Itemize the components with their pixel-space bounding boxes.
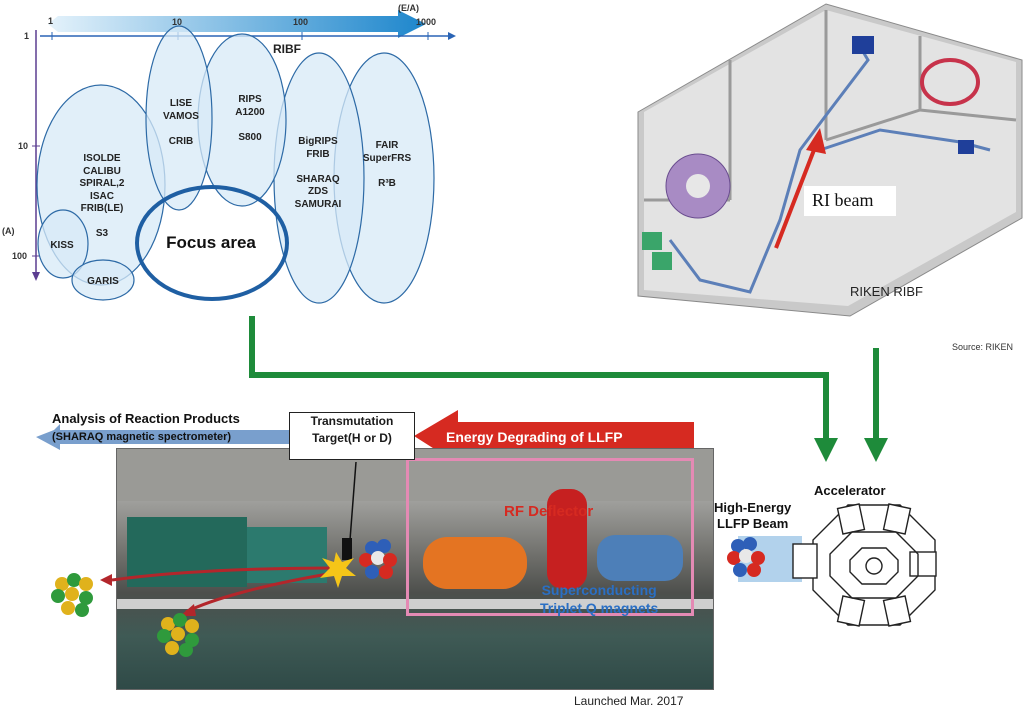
- energy-axis-head: [448, 32, 456, 40]
- accelerator-label: Accelerator: [814, 483, 886, 498]
- highlight-frame: [406, 458, 694, 616]
- ellipse-kiss: [37, 209, 89, 279]
- ri-beam-label: RI beam: [812, 190, 874, 210]
- analysis-arrow: [36, 424, 330, 450]
- energy-tick-100: 100: [293, 17, 309, 27]
- energy-axis-title: (E/A): [398, 3, 419, 13]
- green-arrow-left: [249, 316, 829, 440]
- ellipse-lise: [145, 25, 213, 211]
- analysis-subtitle: (SHARAQ magnetic spectrometer): [52, 431, 232, 443]
- source-credit: Source: RIKEN: [952, 342, 1014, 352]
- energy-tick-1: 1: [48, 16, 54, 26]
- energy-tick-10: 10: [172, 17, 183, 27]
- mass-tick-100: 100: [12, 251, 28, 261]
- riken-caption: RIKEN RIBF: [850, 284, 923, 299]
- mass-tick-10: 10: [18, 141, 29, 151]
- accelerator-icon: [792, 503, 937, 627]
- label-ribf: RIBF: [273, 42, 301, 56]
- facility-map: [32, 10, 456, 304]
- superconducting-label: Superconducting Triplet Q magnets: [540, 582, 659, 616]
- experiment-hall-photo: [116, 448, 714, 690]
- ellipse-garis: [71, 259, 135, 301]
- label-focus-area: Focus area: [166, 233, 256, 252]
- mass-axis-head: [32, 272, 40, 281]
- energy-tick-1000: 1000: [416, 17, 437, 27]
- ellipse-focus-area: [135, 185, 289, 301]
- degrading-label: Energy Degrading of LLFP: [446, 429, 623, 445]
- transmutation-target-callout: Transmutation Target(H or D): [289, 412, 415, 460]
- riken-facility-illustration: [637, 3, 1023, 317]
- mass-axis-title: (A): [2, 226, 15, 236]
- mass-tick-1: 1: [24, 31, 30, 41]
- launched-caption: Launched Mar. 2017: [574, 694, 684, 708]
- beam-label: High-Energy LLFP Beam: [714, 500, 792, 532]
- analysis-title: Analysis of Reaction Products: [52, 411, 240, 426]
- ri-beam-label-box: [804, 186, 896, 216]
- rf-deflector-label: RF Deflector: [504, 503, 594, 520]
- label-kiss: KISS: [50, 240, 74, 251]
- energy-gradient-arrow: [48, 10, 426, 38]
- label-garis: GARIS: [87, 276, 119, 287]
